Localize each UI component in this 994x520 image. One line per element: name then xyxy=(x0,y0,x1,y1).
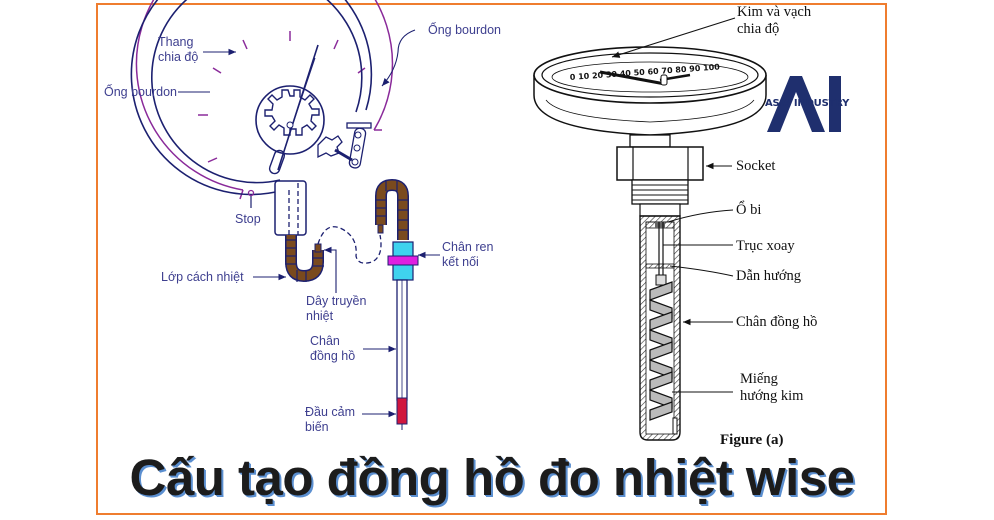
label-sensor-tip: Đầu cảm biến xyxy=(305,405,356,434)
bimetal-thermometer-diagram: 0 10 20 30 40 50 60 70 80 90 100 xyxy=(533,17,767,441)
label-socket: Socket xyxy=(736,158,776,174)
label-shaft: Trục xoay xyxy=(736,238,795,254)
label-stop: Stop xyxy=(235,212,261,226)
label-bimetal: Miếng hướng kim xyxy=(740,371,804,404)
label-thread-connector: Chân ren kết nối xyxy=(442,240,494,269)
orange-frame xyxy=(96,3,887,515)
label-stem-right: Chân đồng hồ xyxy=(736,314,818,330)
label-pointer-scale: Kim và vạch chia độ xyxy=(737,4,812,37)
label-guide: Dẫn hướng xyxy=(736,268,802,284)
label-bearing: Ổ bi xyxy=(736,202,762,218)
label-capillary: Dây truyền nhiệt xyxy=(306,294,367,323)
bourdon-gauge-diagram xyxy=(130,0,440,430)
label-bourdon-top: Ống bourdon xyxy=(428,23,501,37)
logo-text: ASIA INDUSTRY xyxy=(765,98,850,109)
asia-industry-logo xyxy=(767,76,841,132)
label-scale: Thang chia độ xyxy=(158,35,199,64)
figure-caption: Figure (a) xyxy=(720,432,784,448)
label-stem-left: Chân đồng hồ xyxy=(310,334,356,363)
page-title: Cấu tạo đồng hồ đo nhiệt wise xyxy=(129,449,855,506)
label-bourdon-left: Ống bourdon xyxy=(104,85,177,99)
label-insulation: Lớp cách nhiệt xyxy=(161,270,244,284)
